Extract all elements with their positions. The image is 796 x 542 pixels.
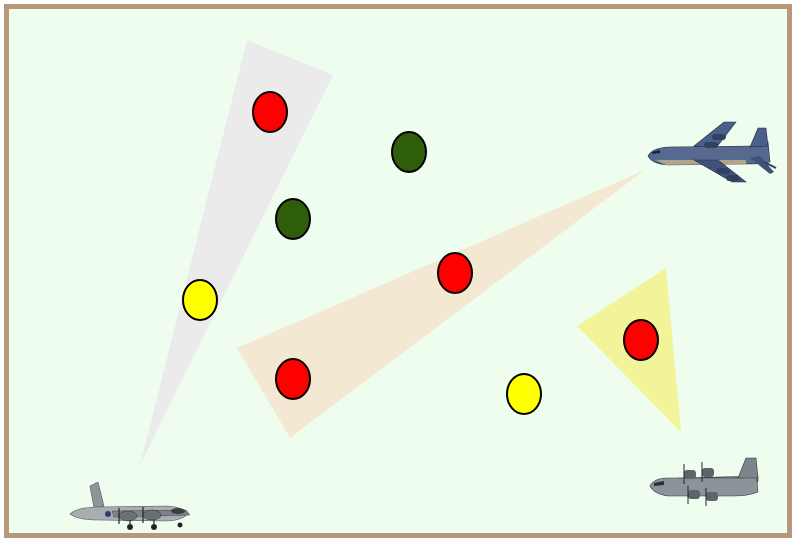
red-marker[interactable]: [624, 320, 658, 360]
red-marker[interactable]: [253, 92, 287, 132]
yellow-marker[interactable]: [183, 280, 217, 320]
scene-frame: [7, 7, 790, 536]
yellow-marker[interactable]: [507, 374, 541, 414]
red-marker[interactable]: [438, 253, 472, 293]
red-marker[interactable]: [276, 359, 310, 399]
green-marker[interactable]: [392, 132, 426, 172]
green-marker[interactable]: [276, 199, 310, 239]
